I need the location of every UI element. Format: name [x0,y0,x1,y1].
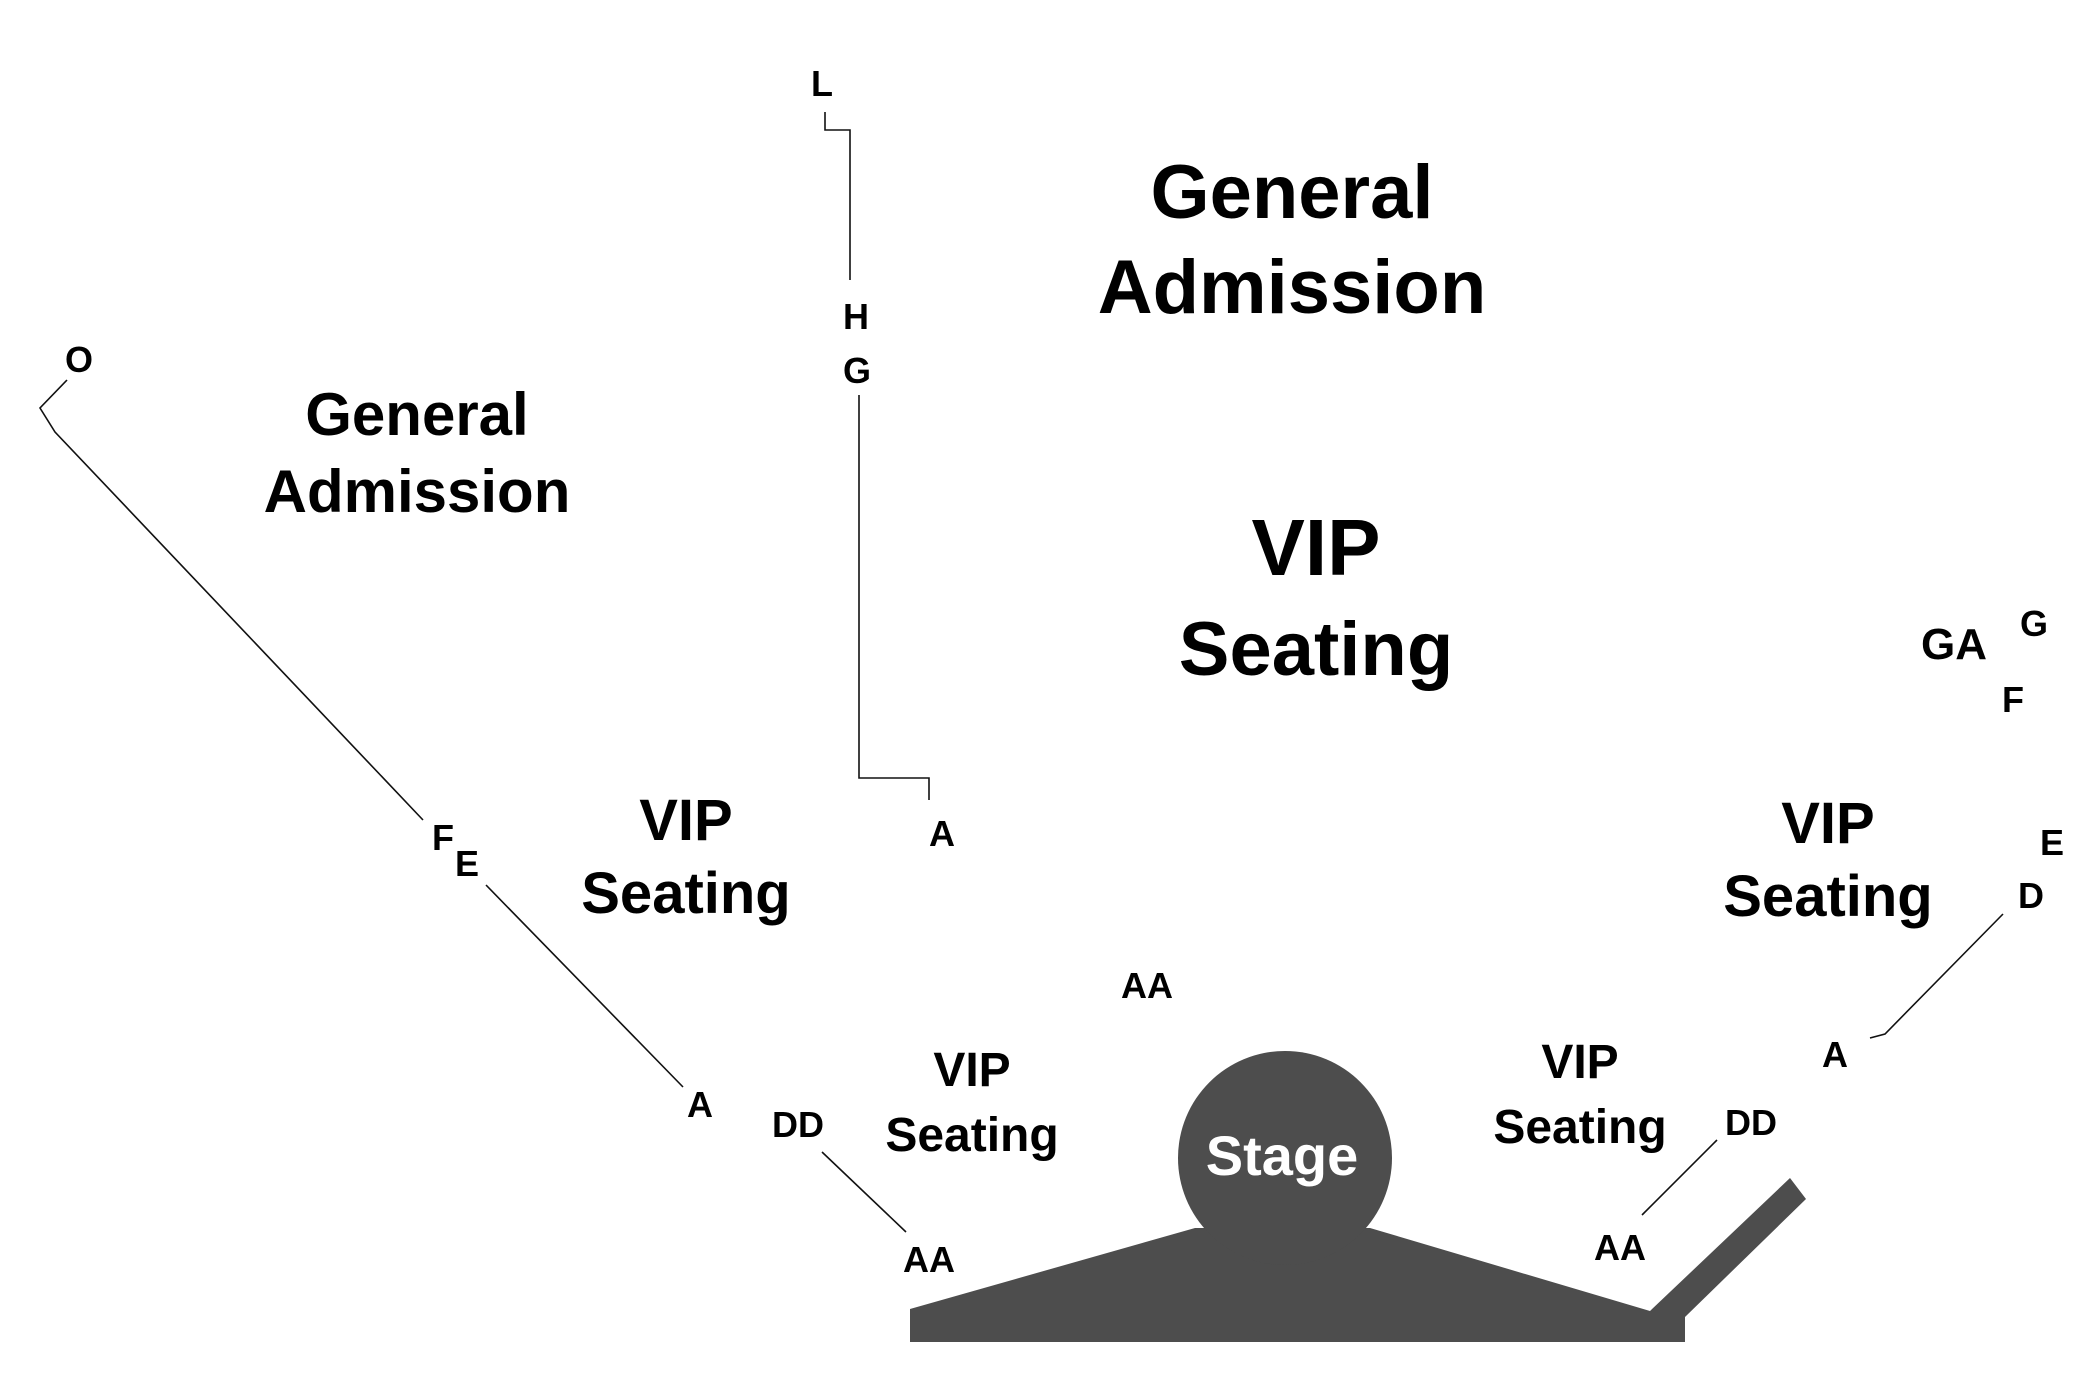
vip-front-right-line1: VIP [1541,1036,1618,1089]
vip-right-line1: VIP [1781,791,1875,856]
row-label-right-f: F [2002,679,2024,720]
row-label-center-aa: AA [1121,965,1173,1006]
row-label-right-ga: GA [1921,620,1987,669]
left-row-line-o-to-f [38,379,424,821]
row-label-left-a: A [687,1084,713,1125]
zone-labels: General Admission General Admission VIP … [264,150,1933,1162]
vip-front-left-line1: VIP [933,1044,1010,1097]
row-label-left-o: O [65,339,93,380]
row-label-center-h: H [843,296,869,337]
row-label-right-d: D [2018,875,2044,916]
vip-right-line2: Seating [1723,864,1933,929]
ga-center-line1: General [1150,150,1433,235]
row-label-right-e: E [2040,822,2064,863]
stage-circle [1178,1051,1392,1265]
row-label-center-a: A [929,813,955,854]
row-label-left-e: E [455,843,479,884]
row-label-front-right-aa: AA [1594,1227,1646,1268]
vip-left-line1: VIP [639,788,733,853]
vip-center-line2: Seating [1179,607,1454,692]
row-label-front-right-dd: DD [1725,1102,1777,1143]
vip-front-left-line2: Seating [885,1109,1058,1162]
vip-left-line2: Seating [581,861,791,926]
center-row-line-g-to-a [858,395,930,800]
row-labels: O F E A L H G A DD AA AA DD AA GA G F E … [65,63,2064,1280]
stage-label: Stage [1206,1124,1359,1187]
row-label-front-left-dd: DD [772,1104,824,1145]
front-right-row-line-dd-to-aa [1641,1139,1718,1216]
stage-platform [910,1178,1806,1342]
ga-left-line1: General [305,381,528,448]
front-left-row-line-dd-to-aa [821,1151,907,1233]
center-row-line-l-to-h [824,112,851,280]
vip-center-line1: VIP [1252,503,1381,592]
row-label-right-a: A [1822,1034,1848,1075]
ga-left-line2: Admission [264,458,571,525]
row-label-center-g: G [843,350,871,391]
stage: Stage [910,1051,1806,1342]
ga-center-line2: Admission [1098,245,1487,330]
row-lines [38,112,2004,1233]
vip-front-right-line2: Seating [1493,1101,1666,1154]
row-label-left-f: F [432,817,454,858]
row-label-right-g: G [2020,603,2048,644]
right-row-line-d-to-a [1869,913,2004,1039]
row-label-center-l: L [811,63,833,104]
left-row-line-e-to-a [485,884,684,1088]
row-label-front-left-aa: AA [903,1239,955,1280]
